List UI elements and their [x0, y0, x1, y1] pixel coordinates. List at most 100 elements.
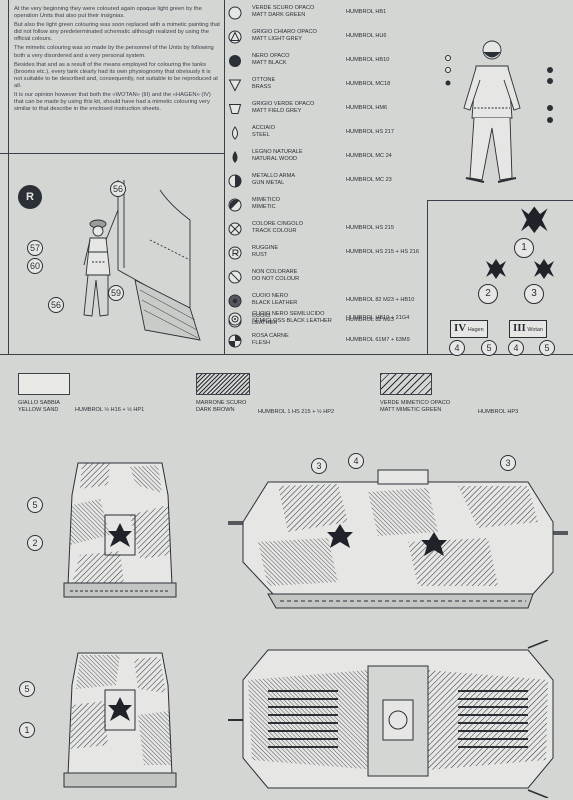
- swatch-yellow-sand: [18, 373, 70, 395]
- hagen-tag-name: Hagen: [467, 327, 484, 333]
- legend-code: HUMBROL 61M7 + 63M9: [346, 337, 410, 343]
- legend-code: HUMBROL MC18: [346, 81, 391, 87]
- hagen-tag-numeral: IV: [454, 322, 467, 334]
- legend-name-it: RUGGINE: [252, 245, 279, 251]
- swatch-dark-brown: [196, 373, 250, 395]
- frame-vertical-left: [224, 0, 225, 355]
- legend-name-it: METALLO ARMA: [252, 173, 296, 179]
- legend-name-it: MIMETICO: [252, 197, 280, 203]
- tag-callout-5-wotan: 5: [539, 340, 555, 356]
- callout-57: 57: [27, 240, 43, 256]
- legend-name-it: VERDE SCURO OPACO: [252, 5, 315, 11]
- front-callout-2: 2: [27, 535, 43, 551]
- legend-code: HUMBROL HB10: [346, 57, 390, 63]
- front-callout-5: 5: [27, 497, 43, 513]
- frame-horizontal-bottom: [0, 354, 573, 355]
- drop-outline-icon: [232, 126, 238, 140]
- tank-top-view-illustration: [228, 640, 554, 798]
- side-callout-4: 4: [348, 453, 364, 469]
- insignia-callout-3: 3: [524, 284, 544, 304]
- wotan-tag: III Wotan: [509, 320, 547, 338]
- swatch-label: VERDE MIMETICO OPACO MATT MIMETIC GREEN: [380, 400, 450, 414]
- rear-callout-1: 1: [19, 722, 35, 738]
- legend-name-it: CUOIO NERO: [252, 293, 289, 299]
- legend-name-it: ACCIAIO: [252, 125, 276, 131]
- legend-name-en: MATT LIGHT GREY: [252, 35, 303, 42]
- swatch-code: HUMBROL ½ H16 + ½ HP1: [75, 407, 145, 413]
- legend-name-en: MATT DARK GREEN: [252, 11, 306, 18]
- callout-59: 59: [108, 285, 124, 301]
- drop-filled-icon: [232, 151, 238, 163]
- intro-text: At the very beginning they were coloured…: [14, 6, 220, 115]
- frame-horizontal-right: [427, 200, 573, 201]
- legend-code: HUMBROL 82 M23: [346, 317, 394, 323]
- swatch-mimetic-green: [380, 373, 432, 395]
- legend-name-it: CUOIO: [252, 313, 271, 319]
- legend-name-it: COLORE CINGOLO: [252, 221, 303, 227]
- side-callout-3-right: 3: [500, 455, 516, 471]
- legend-name-en: MATT FIELD GREY: [252, 107, 302, 114]
- tank-front-view-illustration: [63, 462, 177, 598]
- legend-code: HUMBROL HS 217: [346, 129, 394, 135]
- legend-code: HUMBROL HS 215 + HS 216: [346, 249, 420, 255]
- legend-name-it: ROSA CARNE: [252, 333, 289, 339]
- intro-paragraph: But also the light green colouring was s…: [14, 22, 220, 43]
- swatch-code: HUMBROL 1 HS 215 + ½ HP2: [258, 409, 335, 415]
- swatch-name-it: VERDE MIMETICO OPACO: [380, 400, 451, 406]
- legend-name-en: DO NOT COLOUR: [252, 275, 300, 282]
- legend-name-it: GRIGIO VERDE OPACO: [252, 101, 315, 107]
- intro-paragraph: The mimetic colouring was so made by the…: [14, 45, 214, 59]
- cross-circle-icon: [228, 222, 242, 236]
- swatch-name-it: GIALLO SABBIA: [18, 400, 60, 406]
- trapezoid-icon: [228, 104, 242, 114]
- crewman-figure-illustration: [445, 40, 553, 183]
- tank-rear-view-illustration: [63, 652, 177, 788]
- legend-code: HUMBROL HB1: [346, 9, 387, 15]
- callout-56-bottom: 56: [48, 297, 64, 313]
- legend-name-en: NATURAL WOOD: [252, 155, 298, 162]
- legend-name-en: GUN METAL: [252, 179, 285, 186]
- triangle-down-icon: [228, 79, 242, 92]
- r-circle-icon: [228, 246, 242, 260]
- half-filled-circle-icon: [228, 174, 242, 188]
- legend-name-en: BLACK LEATHER: [252, 299, 298, 306]
- insignia-callout-2: 2: [478, 284, 498, 304]
- swatch-name-it: MARRONE SCURO: [196, 400, 247, 406]
- tag-callout-4-hagen: 4: [449, 340, 465, 356]
- legend-name-en: BRASS: [252, 83, 271, 90]
- quartered-circle-icon: [228, 334, 242, 348]
- legend-name-it: NERO OPACO: [252, 53, 290, 59]
- wotan-tag-name: Wotan: [527, 327, 543, 333]
- swatch-name-en: MATT MIMETIC GREEN: [380, 406, 442, 413]
- insignia-callout-1: 1: [514, 238, 534, 258]
- tag-callout-5-hagen: 5: [481, 340, 497, 356]
- legend-code: HUMBROL MC 23: [346, 177, 392, 183]
- legend-name-it: CUOIO NERO SEMILUCIDO: [252, 311, 325, 317]
- wotan-tag-numeral: III: [513, 322, 526, 334]
- diagonal-half-circle-icon: [228, 198, 242, 212]
